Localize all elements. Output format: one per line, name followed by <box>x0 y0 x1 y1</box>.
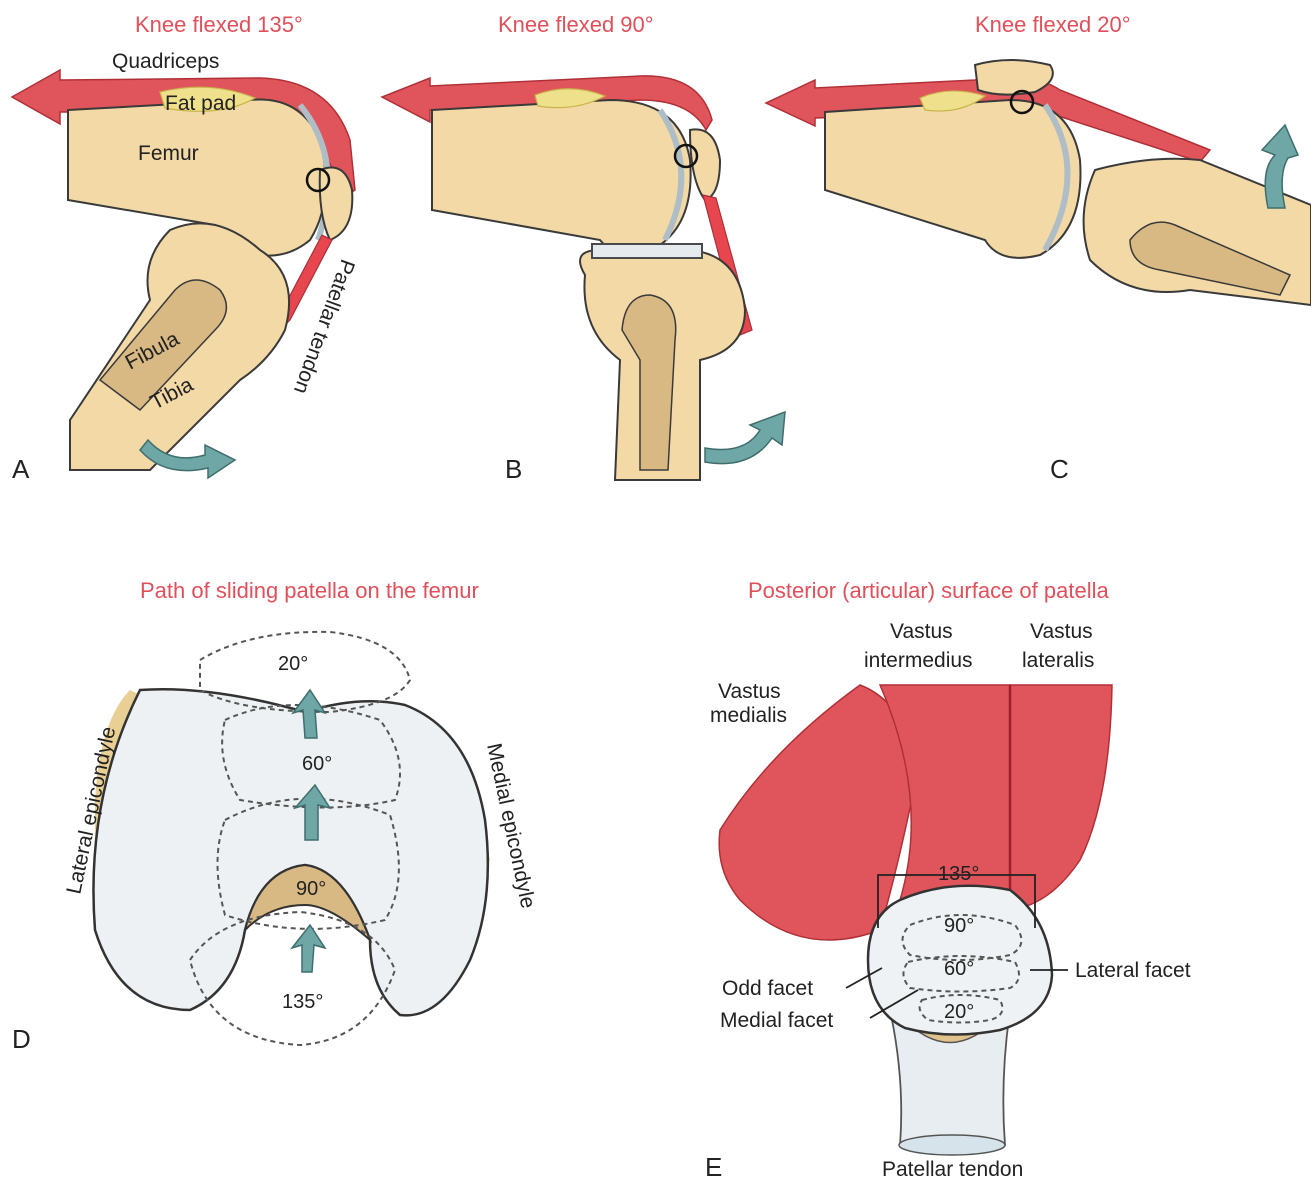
angle-20-d: 20° <box>278 653 308 675</box>
angle-135-e: 135° <box>938 863 979 885</box>
patellar-tendon-end <box>899 1135 1005 1155</box>
rotation-arrow-icon <box>140 440 235 478</box>
patella <box>320 168 353 241</box>
meniscus-b <box>592 244 702 258</box>
patella-c <box>975 60 1053 95</box>
rotation-arrow-icon-c <box>1262 125 1298 208</box>
panel-e-title: Posterior (articular) surface of patella <box>748 578 1109 603</box>
label-vastus-lateralis-2: lateralis <box>1022 649 1094 672</box>
panel-a-title: Knee flexed 135° <box>135 12 303 37</box>
label-vastus-intermedius-2: intermedius <box>864 649 973 672</box>
label-patellar-tendon-e: Patellar tendon <box>882 1158 1023 1181</box>
angle-90-d: 90° <box>296 878 326 900</box>
label-vastus-medialis-2: medialis <box>710 704 787 727</box>
angle-20-e: 20° <box>944 1001 974 1023</box>
panel-a: Knee flexed 135° Quadriceps Fat pad Femu… <box>12 12 359 484</box>
label-vastus-medialis-1: Vastus <box>718 680 781 703</box>
angle-90-e: 90° <box>944 915 974 937</box>
panel-b: Knee flexed 90° B <box>382 12 785 484</box>
label-odd-facet: Odd facet <box>722 977 813 1000</box>
femur-bone-c <box>825 100 1081 258</box>
label-quadriceps: Quadriceps <box>112 50 219 73</box>
label-vastus-intermedius-1: Vastus <box>890 620 953 643</box>
label-fat-pad: Fat pad <box>165 92 236 115</box>
label-medial-facet: Medial facet <box>720 1009 833 1032</box>
label-lateral-facet: Lateral facet <box>1075 959 1191 982</box>
path-arrow-icon-1 <box>292 925 325 972</box>
panel-e-letter: E <box>705 1152 722 1182</box>
angle-60-d: 60° <box>302 753 332 775</box>
femur-bone-b <box>432 100 691 254</box>
panel-d: Path of sliding patella on the femur 20°… <box>12 578 540 1054</box>
panel-d-letter: D <box>12 1024 31 1054</box>
panel-c-title: Knee flexed 20° <box>975 12 1131 37</box>
label-femur: Femur <box>138 142 199 165</box>
angle-60-e: 60° <box>944 958 974 980</box>
label-medial-epicondyle: Medial epicondyle <box>482 741 539 910</box>
panel-c: Knee flexed 20° C <box>766 12 1311 484</box>
panel-c-letter: C <box>1050 454 1069 484</box>
panel-b-letter: B <box>505 454 522 484</box>
vastus-lateralis-muscle <box>1010 685 1112 910</box>
distal-femur-surface <box>93 689 487 1015</box>
panel-b-title: Knee flexed 90° <box>498 12 654 37</box>
panel-d-title: Path of sliding patella on the femur <box>140 578 479 603</box>
label-vastus-lateralis-1: Vastus <box>1030 620 1093 643</box>
panel-e: Posterior (articular) surface of patella… <box>705 578 1191 1182</box>
panel-a-letter: A <box>12 454 30 484</box>
angle-135-d: 135° <box>282 991 323 1013</box>
rotation-arrow-icon-b <box>705 412 785 464</box>
